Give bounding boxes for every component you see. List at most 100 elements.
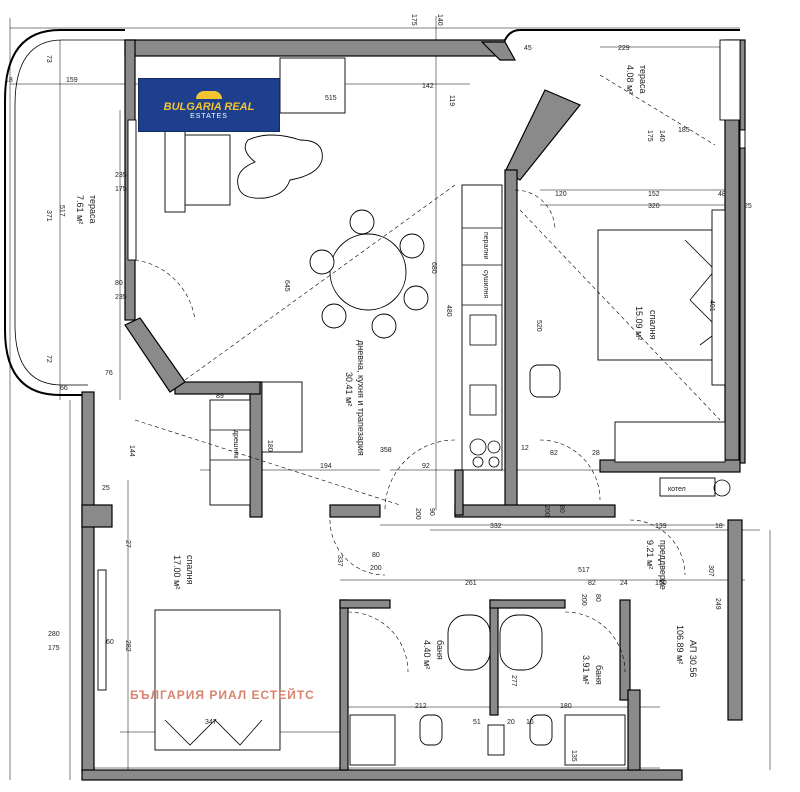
dimension-label: 282	[124, 640, 131, 652]
dimension-label: 120	[555, 191, 567, 198]
dimension-label: 82	[588, 580, 596, 587]
terrace-left-area: 7.61 м²	[75, 195, 85, 224]
terrace-top-outline	[504, 29, 740, 41]
dimension-label: 80	[594, 594, 601, 602]
dimension-label: 280	[48, 631, 60, 638]
kitchen-right-counter	[461, 184, 503, 471]
terrace-left-name: тераса	[88, 195, 98, 224]
dimension-label: 73	[45, 55, 52, 63]
bedroom-bottom-area: 17.00 м²	[172, 555, 182, 589]
dimension-label: 16	[526, 719, 534, 726]
dimension-label: 175	[48, 645, 60, 652]
living-room-name: дневна, кухня и трапезария	[356, 340, 366, 456]
dimension-label: 337	[336, 555, 343, 567]
wardrobe-label: дрешник	[232, 430, 239, 459]
dimension-label: 175	[410, 14, 417, 26]
dimension-label: 180	[266, 440, 273, 452]
dimension-label: 401	[708, 300, 715, 312]
pantry2-label: сушилня	[482, 270, 489, 298]
dimension-label: 480	[445, 305, 452, 317]
dimension-label: 119	[448, 95, 455, 106]
dimension-label: 135	[570, 750, 577, 762]
bath2-name: баня	[594, 665, 604, 685]
dimension-label: 80	[372, 552, 380, 559]
dimension-label: 60	[106, 639, 114, 646]
desk-chair	[529, 364, 561, 398]
dimension-label: 18	[715, 523, 723, 530]
dimension-label: 235	[115, 294, 127, 301]
dimension-label: 200	[543, 505, 550, 517]
room-labels: дневна, кухня и трапезария 30.41 м² спал…	[75, 65, 698, 685]
terrace-top-area: 4.08 м²	[625, 65, 635, 94]
door-swings	[134, 189, 686, 673]
dimension-label: 80	[558, 505, 565, 513]
dimension-label: 140	[436, 14, 443, 26]
dimension-label: 235	[115, 172, 127, 179]
dimension-label: 307	[707, 565, 714, 577]
dimension-label: 82	[550, 450, 558, 457]
dimension-label: 25	[102, 485, 110, 492]
dimension-label: 45	[524, 45, 532, 52]
corridor-area: 9.21 м²	[645, 540, 655, 569]
company-logo: BULGARIA REAL ESTATES	[138, 78, 280, 132]
dimension-label: 175	[646, 130, 653, 142]
dimension-label: 332	[490, 523, 502, 530]
corridor-name: преддверие	[658, 540, 668, 590]
dimension-label: 680	[430, 262, 437, 274]
dimension-label: 80	[115, 280, 123, 287]
boiler-label: котел	[668, 486, 686, 493]
wardrobe	[209, 381, 303, 506]
dimension-label: 152	[648, 191, 660, 198]
dimension-label: 150	[655, 580, 667, 587]
dimension-label: 92	[422, 463, 430, 470]
dimension-label: 277	[510, 675, 517, 687]
logo-line2: ESTATES	[190, 112, 228, 120]
boiler-circle	[713, 479, 731, 497]
dimension-label: 144	[128, 445, 135, 457]
bedroom-top-name: спалня	[648, 310, 658, 340]
terrace-top-name: тераса	[638, 65, 648, 94]
dimension-label: 90	[428, 508, 435, 516]
dimension-lines	[9, 16, 771, 780]
dimension-label: 320	[648, 203, 660, 210]
dimension-label: 212	[415, 703, 427, 710]
windows	[97, 39, 746, 691]
dimension-label: 140	[658, 130, 665, 142]
living-room-area: 30.41 м²	[344, 372, 354, 406]
dimension-label: 25	[744, 203, 752, 210]
dining-set	[309, 209, 429, 339]
dimension-label: 180	[560, 703, 572, 710]
dimension-label: 185	[678, 127, 690, 134]
dimension-label: 358	[380, 447, 392, 454]
apartment-name: АП 30.56	[688, 640, 698, 677]
dimension-label: 200	[414, 508, 421, 520]
dimension-label: 515	[325, 95, 337, 102]
apartment-area: 106.89 м²	[675, 625, 685, 664]
dimension-label: 76	[105, 370, 113, 377]
bedroom-bottom-name: спалня	[185, 555, 195, 585]
watermark-text: БЪЛГАРИЯ РИАЛ ЕСТЕЙТС	[130, 687, 315, 702]
dimension-label: 18	[5, 77, 13, 84]
dimension-label: 175	[115, 186, 127, 193]
bed-top	[597, 209, 726, 463]
dimension-label: 72	[45, 355, 52, 363]
dimension-label: 645	[283, 280, 290, 292]
dimension-label: 517	[578, 567, 590, 574]
bath1-name: баня	[435, 640, 445, 660]
dimension-labels: 175 140 73 159 18 235 175 371 517 80 235…	[5, 14, 752, 762]
dimension-label: 20	[507, 719, 515, 726]
kitchen-top-counter	[164, 57, 346, 213]
boiler-box	[659, 477, 716, 497]
walls	[81, 39, 746, 781]
dimension-label: 12	[521, 445, 529, 452]
dimension-label: 371	[45, 210, 52, 222]
dimension-label: 139	[655, 523, 667, 530]
dimension-label: 51	[473, 719, 481, 726]
bed-bottom	[154, 609, 281, 751]
logo-line1: BULGARIA REAL	[163, 100, 255, 113]
pantry1-label: перални	[482, 232, 489, 259]
dimension-label: 142	[422, 83, 434, 90]
dimension-label: 28	[592, 450, 600, 457]
bath1-area: 4.40 м²	[422, 640, 432, 669]
